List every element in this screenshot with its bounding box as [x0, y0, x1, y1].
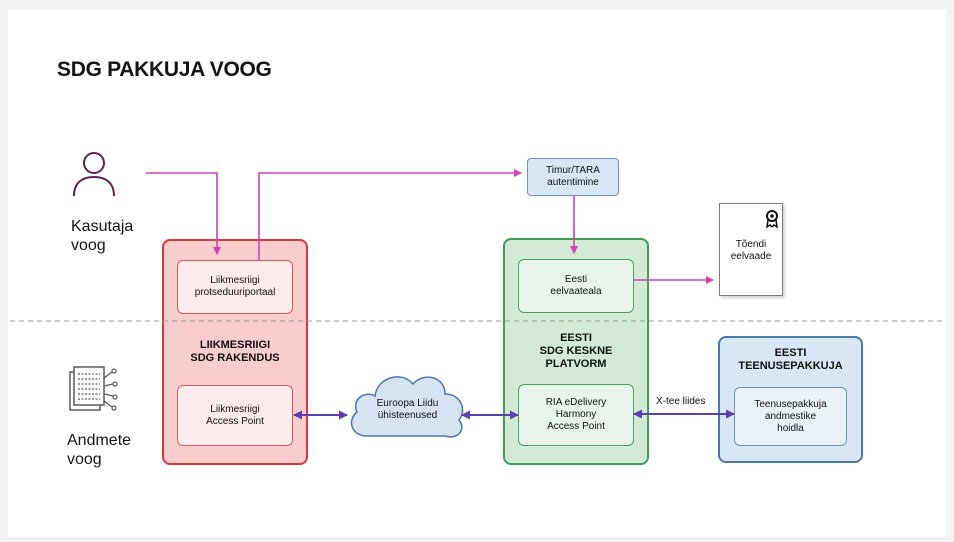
eu-common-services-label: Euroopa Liidu ühisteenused [376, 398, 439, 421]
diagram-title: SDG PAKKUJA VOOG [57, 58, 272, 81]
certificate-preview-label: Tõendi eelvaade [730, 239, 772, 262]
x-road-interface-label: X-tee liides [656, 396, 706, 407]
member-state-title: LIIKMESRIIGI SDG RAKENDUS [190, 339, 280, 364]
provider-title: EESTI TEENUSEPAKKUJA [738, 347, 843, 372]
data-flow-label: Andmete voog [67, 432, 132, 468]
cloud-icon [350, 376, 464, 438]
user-flow-label: Kasutaja voog [71, 218, 134, 254]
certificate-seal-icon [766, 210, 778, 229]
estonia-platform-title: EESTI SDG KESKNE PLATVORM [539, 332, 613, 370]
estonia-preview-area: Eesti eelvaateala [518, 259, 634, 313]
estonia-access-point: RIA eDelivery Harmony Access Point [518, 384, 634, 446]
provider-dataset-store: Teenusepakkuja andmestike hoidla [734, 387, 847, 446]
portal-to-tara-arrow [258, 169, 522, 260]
member-state-portal: Liikmesriigi protseduuriportaal [177, 260, 293, 314]
certificate-preview [719, 203, 783, 296]
person-icon [73, 152, 115, 197]
data-document-icon [69, 366, 118, 411]
member-state-access-point: Liikmesriigi Access Point [177, 385, 293, 446]
tara-authentication: Timur/TARA autentimine [527, 158, 619, 196]
user-to-portal-arrow [146, 172, 221, 255]
